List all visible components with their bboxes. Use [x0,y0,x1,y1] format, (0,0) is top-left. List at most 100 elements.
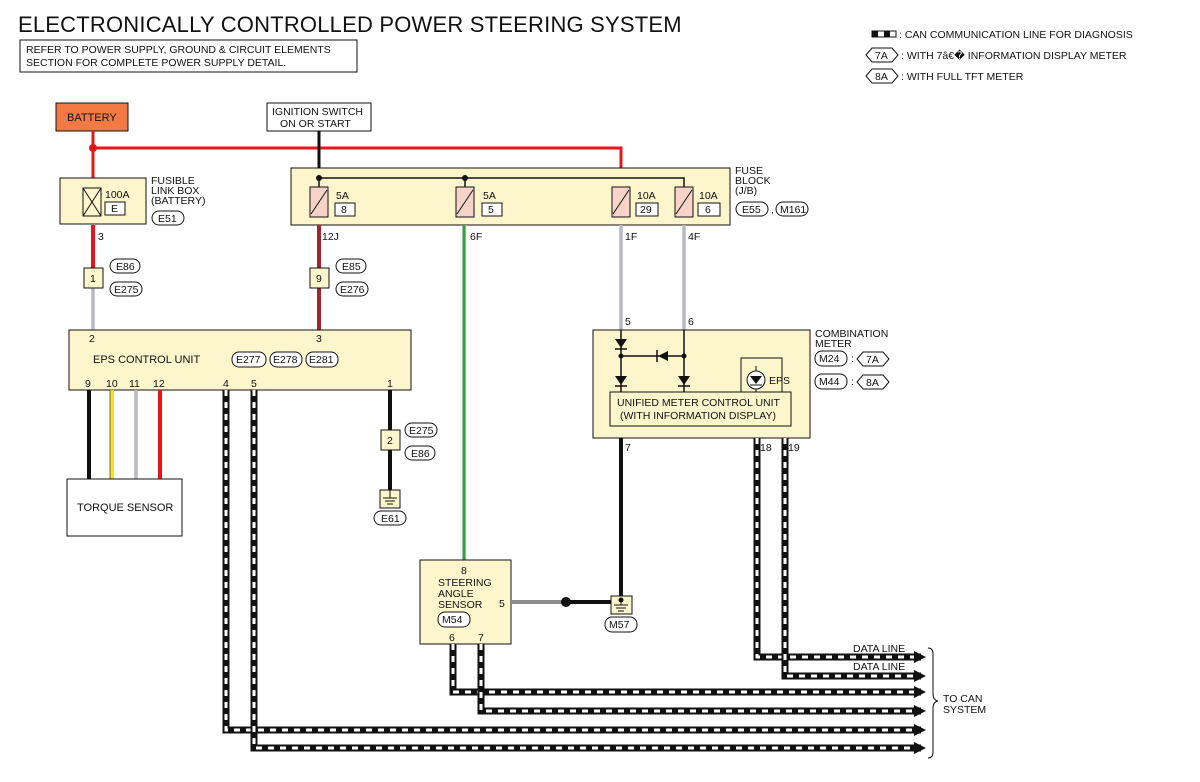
meter-7a: 7A [866,354,879,366]
eps-conn-e277-badge [231,351,267,368]
sas-m54: M54 [442,614,463,626]
eps-lamp-frame [740,357,783,392]
unified-meter-control-unit [609,391,792,427]
can-line-meter-19-outline [781,438,921,680]
connector-e55: E55 [742,204,761,216]
eps-pin-5: 5 [251,378,257,390]
joint-1-c2: E275 [114,284,139,296]
joint-2-c2: E86 [411,448,430,460]
fuse-6-rating: 10A [699,190,718,202]
sas-pin-6: 6 [449,632,455,644]
can-bracket [927,647,939,759]
fuse-block-name-2: BLOCK [735,175,771,187]
joint-2-c1-badge [404,422,438,438]
connector-separator: , [771,204,774,216]
meter-pin-18: 18 [760,442,772,454]
ignition-line-2: ON OR START [280,118,351,130]
legend-7a-tag-text: 7A [875,50,888,62]
fusible-link-name-1: FUSIBLE [151,175,195,187]
fusible-link-id: E [111,203,118,215]
connector-m161: M161 [780,204,806,216]
meter-dot-1 [618,353,624,359]
joint-9-c2-badge [335,281,369,297]
meter-dot-2 [681,353,687,359]
can-line-sensor-6 [451,644,921,694]
eps-conn-e278-badge [269,351,303,368]
ground-icon-m57 [610,595,633,615]
fuse-bus-dot-2 [462,175,468,181]
fuse-block [290,167,731,226]
can-lines [222,390,921,752]
eps-pin-9: 9 [85,378,91,390]
data-line-label-2: DATA LINE [853,661,905,673]
fuse-8-num: 8 [341,204,347,216]
note-line-1: REFER TO POWER SUPPLY, GROUND & CIRCUIT … [26,44,331,56]
eps-pin-3: 3 [316,333,322,345]
fusible-link-pin: 3 [98,231,104,243]
arrow-can-3 [914,686,926,698]
meter-pin-19: 19 [788,442,800,454]
diode-4 [678,376,690,385]
ignition-switch-box [266,102,372,132]
umcu-line-1: UNIFIED METER CONTROL UNIT [617,397,781,409]
eps-conn-e278: E278 [273,354,298,366]
eps-conn-e277: E277 [236,354,261,366]
legend-8a-text: : WITH FULL TFT METER [901,71,1024,83]
meter-pin-5: 5 [625,316,631,328]
meter-name-1: COMBINATION [815,328,888,340]
fuse-8-rating: 5A [336,190,349,202]
fusible-link-name-3: (BATTERY) [151,195,205,207]
fusible-link-box [59,177,147,225]
meter-pin-6: 6 [688,316,694,328]
diode-2 [658,351,668,361]
can-line-meter-18 [755,438,921,659]
joint-9 [309,267,330,289]
fuse-8-link [310,189,328,215]
legend-8a-tag [865,68,899,84]
fuse-6-link [675,189,693,215]
ground-icon-e61 [379,489,401,509]
fuse-8-num-box [334,202,356,217]
note-line-2: SECTION FOR COMPLETE POWER SUPPLY DETAIL… [26,57,286,69]
sas-pin-8: 8 [461,565,467,577]
fuse-block-name-1: FUSE [735,165,763,177]
fuse-block-name-3: (J/B) [735,185,757,197]
eps-conn-e281-badge [305,351,339,368]
sas-pin-7: 7 [478,632,484,644]
arrow-can-1 [914,651,926,663]
legend-8a-tag-text: 8A [875,71,888,83]
joint-9-c1: E85 [342,261,361,273]
sas-pin-5: 5 [499,598,505,610]
fuse-5-link [456,189,474,215]
can-line-sensor-6-outline [449,644,921,696]
can-line-meter-19 [783,438,921,678]
fuse-29-num: 29 [640,204,652,216]
can-line-sensor-7 [479,644,921,713]
to-can-line-1: TO CAN [943,693,982,705]
fuse-6-num: 6 [705,204,711,216]
fuse-5-num: 5 [488,204,494,216]
meter-7a-tag [856,351,890,367]
meter-m24-badge [814,350,848,367]
fusible-link-id-box [104,201,126,216]
meter-name-2: METER [815,338,852,350]
eps-pin-11: 11 [129,378,140,390]
meter-m44-badge [814,373,848,390]
eps-pin-10: 10 [106,378,118,390]
umcu-line-2: (WITH INFORMATION DISPLAY) [620,410,776,422]
joint-9-c1-badge [335,258,367,274]
connector-e51-badge [151,210,185,226]
battery-box [55,102,129,132]
arrow-can-6 [914,742,926,754]
fuse-5-rating: 5A [483,190,496,202]
fuse-5-pin: 6F [470,231,482,243]
sas-name-1: STEERING [438,577,492,589]
eps-pin-1: 1 [387,378,393,390]
fuse-6-pin: 4F [688,231,700,243]
fuse-block-internal-bus [319,177,685,187]
can-line-eps-5-outline [250,390,921,752]
eps-name: EPS CONTROL UNIT [93,354,200,366]
torque-sensor [66,478,183,537]
sas-m54-badge [437,611,471,628]
